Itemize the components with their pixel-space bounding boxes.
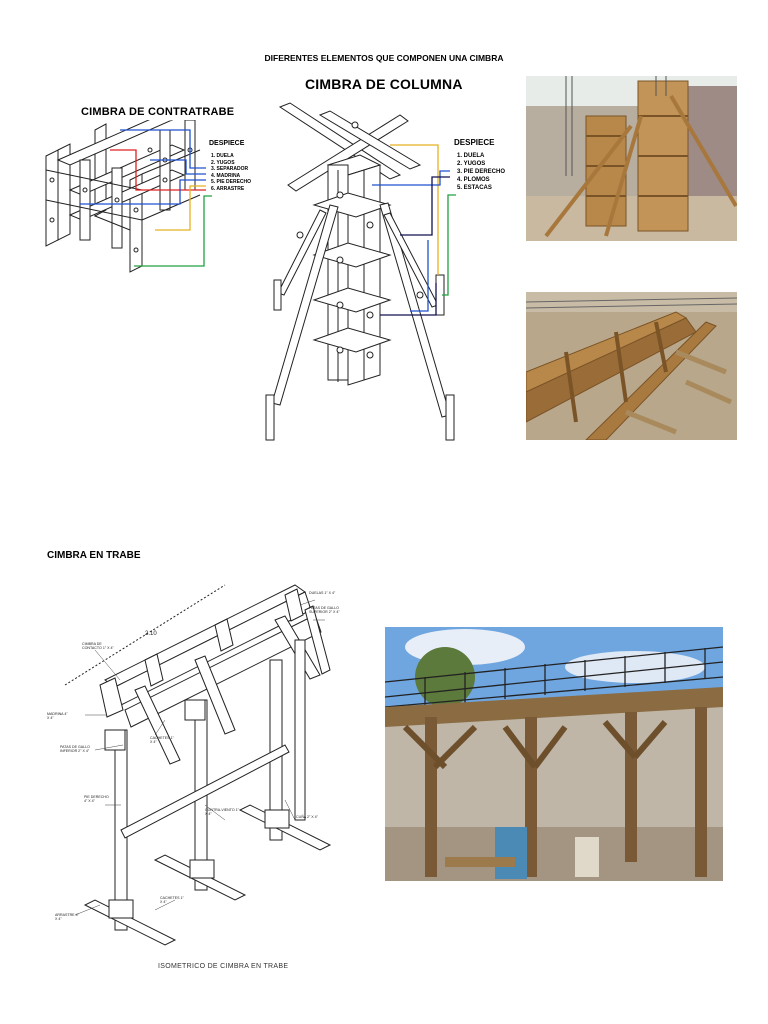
columna-drawing — [265, 102, 456, 441]
list-item: 4. PLOMOS — [457, 177, 490, 183]
list-item: 5. ESTACAS — [457, 185, 492, 191]
label-cachetes-top: CACHETES 1" X 4" — [150, 736, 174, 745]
photo-trench-formwork — [526, 292, 737, 440]
contratrabe-despiece-list: 1. DUELA 2. YUGOS 3. SEPARADOR 4. MADRIN… — [211, 153, 251, 193]
columna-despiece-list: 1. DUELA 2. YUGOS 3. PIE DERECHO 4. PLOM… — [457, 152, 505, 192]
page-title: DIFERENTES ELEMENTOS QUE COMPONEN UNA CI… — [264, 53, 504, 63]
label-cuna: CUÑA 2" X 4" — [296, 815, 318, 819]
label-patas-gallo-superior: PATAS DE GALLO SUPERIOR 2" X 4" — [309, 606, 340, 615]
columna-despiece-title: DESPIECE — [454, 138, 495, 147]
label-arrastre: ARRASTRE 4" X 4" — [55, 913, 79, 922]
dimension-label: 2.10 — [145, 631, 157, 637]
list-item: 2. YUGOS — [211, 159, 235, 166]
list-item: 3. PIE DERECHO — [457, 169, 506, 175]
trabe-section-title: CIMBRA EN TRABE — [47, 550, 141, 561]
list-item: 5. PIE DERECHO — [211, 179, 252, 186]
label-cachetes-bottom: CACHETES 1" X 4" — [160, 896, 184, 905]
label-patas-gallo-inferior: PATAS DE GALLO INFERIOR 2" X 4" — [60, 745, 90, 754]
label-cimbra-contacto: CIMBRA DE CONTACTO 1" X 4" — [82, 642, 114, 651]
list-item: 2. YUGOS — [457, 161, 486, 167]
trabe-isometric-drawing — [64, 584, 332, 946]
label-madrina: MADRINA 4" X 4" — [47, 712, 68, 721]
list-item: 4. MADRINA — [211, 172, 241, 179]
list-item: 3. SEPARADOR — [211, 166, 249, 173]
label-contra-viento: CONTRA-VIENTO 1" X 4" — [205, 808, 239, 817]
label-pie-derecho: PIE DERECHO 4" X 4" — [84, 795, 109, 804]
contratrabe-title: CIMBRA DE CONTRATRABE — [81, 106, 235, 118]
list-item: 1. DUELA — [211, 153, 234, 159]
list-item: 1. DUELA — [457, 153, 485, 159]
contratrabe-despiece-title: DESPIECE — [209, 140, 245, 147]
photo-column-formwork — [526, 76, 737, 241]
contratrabe-drawing — [45, 120, 212, 273]
trabe-caption: ISOMETRICO DE CIMBRA EN TRABE — [158, 963, 289, 970]
label-duelas: DUELAS 1" X 4" — [309, 591, 336, 595]
photo-beam-shoring — [385, 627, 723, 881]
columna-title: CIMBRA DE COLUMNA — [305, 76, 463, 92]
list-item: 6. ARRASTRE — [211, 185, 245, 192]
